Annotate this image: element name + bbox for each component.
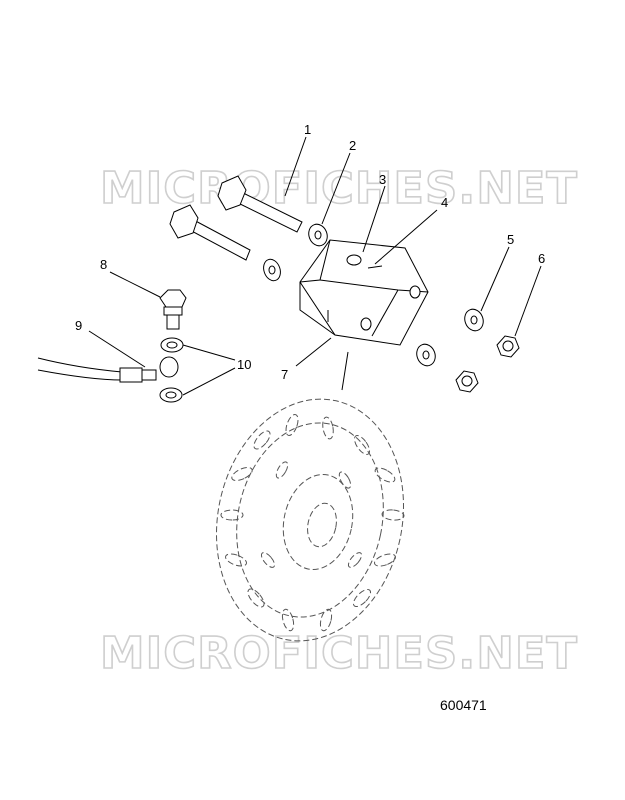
callout-4: 4	[441, 195, 448, 210]
nut-6-lower	[455, 370, 479, 393]
brake-hose	[37, 357, 157, 383]
leader-lines	[88, 136, 542, 396]
caliper-bracket	[299, 239, 429, 346]
watermark-top: MICROFICHES.NET	[100, 163, 578, 214]
callout-5: 5	[507, 232, 514, 247]
bolt-lower	[169, 204, 251, 261]
callout-3: 3	[379, 172, 386, 187]
banjo-bolt	[159, 289, 187, 330]
washer-5-upper-hole	[470, 315, 478, 325]
brake-disc	[216, 398, 405, 642]
washer-2-upper-hole	[314, 230, 322, 240]
nut-6-upper	[496, 335, 520, 358]
callout-1: 1	[304, 122, 311, 137]
callout-10: 10	[237, 357, 251, 372]
callout-7: 7	[281, 367, 288, 382]
sealing-washer-upper-hole	[166, 341, 178, 349]
washer-5-lower-hole	[422, 350, 430, 360]
disc-slots	[220, 414, 405, 632]
sealing-washer-lower-hole	[165, 391, 177, 399]
bolt-long	[217, 175, 303, 233]
washer-2-lower-hole	[268, 265, 276, 275]
callout-6: 6	[538, 251, 545, 266]
callout-9: 9	[75, 318, 82, 333]
callout-2: 2	[349, 138, 356, 153]
callout-8: 8	[100, 257, 107, 272]
watermark-bottom: MICROFICHES.NET	[100, 628, 578, 679]
drawing-number: 600471	[440, 697, 487, 713]
sealing-washer-middle	[159, 356, 179, 378]
